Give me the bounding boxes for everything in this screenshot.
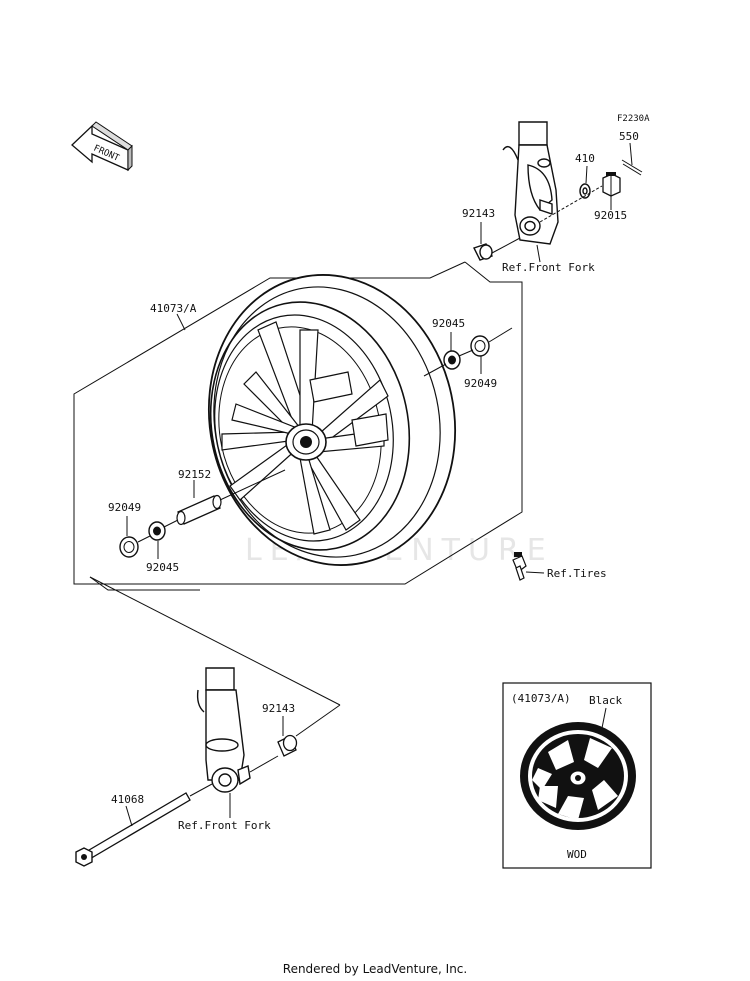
castle-nut-icon [602, 172, 621, 197]
part-label-92045-right[interactable]: 92045 [432, 317, 465, 330]
part-label-92049-left[interactable]: 92049 [108, 501, 141, 514]
axle-guide-line [89, 576, 341, 706]
diagram-code: F2230A [617, 114, 650, 124]
part-label-92045-left[interactable]: 92045 [146, 561, 179, 574]
part-label-92015[interactable]: 92015 [594, 209, 627, 222]
black-wheel-variant-illustration [520, 722, 636, 830]
front-fork-right-illustration [502, 121, 559, 245]
axle-shaft-icon [75, 792, 191, 867]
ref-front-fork-top[interactable]: Ref.Front Fork [502, 261, 595, 274]
bearing-right-icon [443, 350, 461, 370]
part-label-92049-right[interactable]: 92049 [464, 377, 497, 390]
part-label-92143-bottom[interactable]: 92143 [262, 702, 295, 715]
footer-credit: Rendered by LeadVenture, Inc. [282, 962, 468, 976]
front-arrow-icon: FRONT [71, 121, 133, 172]
inset-color-label: Black [589, 694, 622, 707]
ref-tires[interactable]: Ref.Tires [547, 567, 607, 580]
part-label-550[interactable]: 550 [619, 130, 639, 143]
valve-stem-icon [512, 552, 527, 581]
part-label-410[interactable]: 410 [575, 152, 595, 165]
part-label-92143-top[interactable]: 92143 [462, 207, 495, 220]
seal-right-icon [470, 335, 490, 357]
part-label-92152[interactable]: 92152 [178, 468, 211, 481]
inset-caption: WOD [567, 848, 587, 861]
ref-front-fork-bottom[interactable]: Ref.Front Fork [178, 819, 271, 832]
front-fork-left-illustration [196, 667, 251, 793]
seal-left-icon [119, 536, 139, 558]
spacer-tube-icon [176, 494, 222, 526]
cotter-pin-icon [621, 159, 643, 176]
inset-part-ref[interactable]: (41073/A) [511, 692, 571, 705]
bearing-left-icon [148, 521, 166, 541]
part-label-41073[interactable]: 41073/A [150, 302, 197, 315]
collar-bottom-icon [277, 734, 298, 757]
part-label-41068[interactable]: 41068 [111, 793, 144, 806]
collar-top-icon [473, 243, 493, 261]
front-wheel-illustration [207, 274, 457, 566]
